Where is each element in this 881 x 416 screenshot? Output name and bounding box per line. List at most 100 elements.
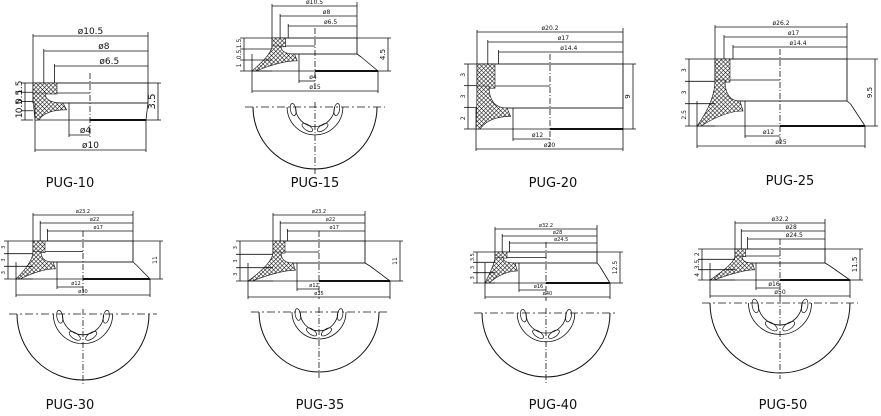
suction-slot <box>294 308 302 321</box>
hatched-section <box>32 82 58 95</box>
bottom-diameter-label: ø30 <box>78 289 87 295</box>
left-height-label: 3 <box>460 73 467 77</box>
hatched-section <box>494 251 508 259</box>
inner-ring-arc <box>291 311 347 340</box>
suction-slot <box>320 327 332 337</box>
total-height-label: 12.5 <box>612 261 619 275</box>
suction-slot <box>306 327 318 337</box>
bottom-diameter-label: ø12 <box>763 129 774 136</box>
skirt-edge <box>136 264 151 280</box>
left-height-label: 3.5 <box>470 253 476 261</box>
suction-slot <box>317 122 329 133</box>
bottom-diameter-label: ø40 <box>543 291 552 297</box>
left-height-label: 3 <box>233 273 239 276</box>
top-diameter-label: ø17 <box>788 30 799 37</box>
suction-slot <box>85 331 98 341</box>
bottom-diameter-label: ø10 <box>82 141 99 151</box>
suction-slot <box>782 321 796 332</box>
hatched-section <box>734 248 746 257</box>
top-diameter-label: ø24.5 <box>554 237 568 243</box>
bottom-diameter-label: ø4 <box>80 126 92 136</box>
left-height-label: 3 <box>233 259 239 262</box>
top-diameter-label: ø26.2 <box>772 20 789 27</box>
pug-20-label: PUG-20 <box>528 176 578 191</box>
hatched-skirt-section <box>32 92 68 121</box>
left-height-label: 4 <box>694 273 701 277</box>
skirt-edge <box>824 262 831 267</box>
top-diameter-label: ø17 <box>329 225 338 231</box>
hatched-section <box>476 63 496 89</box>
inner-ring-arc <box>286 106 344 136</box>
bottom-diameter-label: ø12 <box>309 283 318 289</box>
hatched-skirt-section <box>475 85 512 130</box>
left-height-label: 0.5 <box>15 99 25 113</box>
hatched-section <box>271 37 286 48</box>
pug-50-label: PUG-50 <box>758 398 808 413</box>
suction-slot <box>800 298 809 314</box>
skirt-edge <box>356 53 362 58</box>
skirt-edge <box>132 261 137 266</box>
top-diameter-label: ø23.2 <box>312 209 326 215</box>
suction-slot <box>764 321 778 332</box>
top-diameter-label: ø6.5 <box>324 19 337 26</box>
bottom-diameter-label: ø50 <box>774 289 785 296</box>
skirt-edge <box>596 262 600 267</box>
left-height-label: 2 <box>460 116 467 120</box>
top-diameter-label: ø22 <box>326 217 335 223</box>
pug-10-label: PUG-10 <box>45 176 95 191</box>
suction-slot <box>56 309 64 324</box>
left-height-label: 3 <box>470 276 476 279</box>
top-diameter-label: ø24.5 <box>786 232 803 239</box>
left-height-label: 1.5 <box>236 39 243 49</box>
bottom-diameter-label: ø16 <box>534 284 543 290</box>
bottom-diameter-label: ø4 <box>309 74 317 81</box>
suction-slot <box>565 309 572 323</box>
left-height-label: 3 <box>1 258 7 261</box>
suction-slot <box>333 103 341 116</box>
left-height-label: 3 <box>681 68 688 72</box>
skirt-edge <box>145 105 148 121</box>
left-height-label: 2 <box>694 252 701 256</box>
suction-slot <box>532 329 544 339</box>
left-height-label: 3 <box>681 90 688 94</box>
total-height-label: 11 <box>152 256 159 264</box>
bottom-diameter-label: ø20 <box>544 142 555 149</box>
cup-rim-arc <box>258 311 380 373</box>
bottom-diameter-label: ø25 <box>775 139 786 146</box>
total-height-label: 9.5 <box>866 87 874 98</box>
top-diameter-label: ø28 <box>785 224 796 231</box>
top-diameter-label: ø23.2 <box>76 209 90 215</box>
skirt-edge <box>369 265 391 282</box>
skirt-edge <box>846 100 851 105</box>
total-height-label: 9 <box>624 94 632 98</box>
left-height-label: 0.5 <box>15 90 25 104</box>
total-height-label: 11 <box>392 257 399 265</box>
top-diameter-label: ø10.5 <box>306 0 323 6</box>
top-diameter-label: ø10.5 <box>78 27 104 37</box>
skirt-edge <box>829 265 851 281</box>
suction-slot <box>751 298 760 314</box>
left-height-label: 1.5 <box>15 80 25 94</box>
top-diameter-label: ø28 <box>553 230 562 236</box>
skirt-edge <box>599 265 611 284</box>
bottom-diameter-label: ø35 <box>314 291 323 297</box>
hatched-skirt-section <box>484 257 518 284</box>
left-height-label: 2.5 <box>681 110 688 120</box>
suction-slot <box>548 329 560 339</box>
skirt-edge <box>850 103 866 127</box>
total-height-label: 11.5 <box>851 257 859 273</box>
top-diameter-label: ø14.4 <box>560 45 577 52</box>
suction-slot <box>520 309 527 323</box>
total-height-label: 4.5 <box>379 49 387 60</box>
top-diameter-label: ø8 <box>98 42 110 52</box>
bottom-diameter-label: ø12 <box>532 132 543 139</box>
left-height-label: 3 <box>1 246 7 249</box>
